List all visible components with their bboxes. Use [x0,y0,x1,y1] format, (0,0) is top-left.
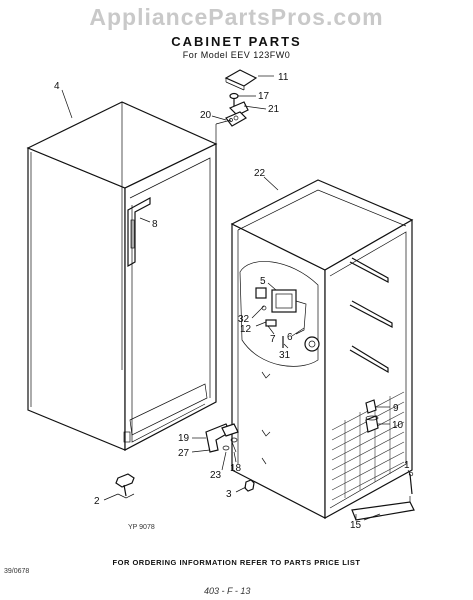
corner-code: 39/0678 [4,568,30,575]
callout-labels: 11 17 21 20 4 8 22 5 32 12 7 6 31 9 10 1… [54,72,410,531]
callout-22: 22 [254,168,266,179]
callout-3: 3 [226,489,232,500]
callout-10: 10 [392,420,404,431]
diagram-title: CABINET PARTS [171,34,302,49]
callout-7: 7 [270,334,276,345]
base-parts [115,471,415,521]
diagram-subtitle: For Model EEV 123FW0 [182,50,291,60]
drawing-code: YP 9078 [128,524,155,531]
callout-6: 6 [287,332,293,343]
callout-23: 23 [210,470,222,481]
callout-21: 21 [268,104,280,115]
callout-20: 20 [200,110,212,121]
leader-lines [61,75,411,521]
cabinet-liner-part-22 [230,179,414,520]
callout-9: 9 [393,403,399,414]
callout-17: 17 [258,91,270,102]
callout-27: 27 [178,448,190,459]
handwritten-note: 403 - F - 13 [204,586,251,596]
callout-19: 19 [178,433,190,444]
top-hinge-assembly [215,69,258,144]
callout-1: 1 [404,460,410,471]
callout-11: 11 [278,72,289,83]
callout-31: 31 [279,350,291,361]
callout-2: 2 [94,496,100,507]
callout-15: 15 [350,520,362,531]
ordering-info-footer: FOR ORDERING INFORMATION REFER TO PARTS … [112,558,361,567]
callout-4: 4 [54,81,60,92]
lower-hinge-assembly [205,423,239,453]
watermark: AppliancePartsPros.com [89,4,384,30]
callout-18: 18 [230,463,242,474]
door-panel-part-4 [26,101,218,451]
callout-5: 5 [260,276,266,287]
callout-32: 32 [238,314,250,325]
callout-12: 12 [240,324,252,335]
callout-8: 8 [152,219,158,230]
